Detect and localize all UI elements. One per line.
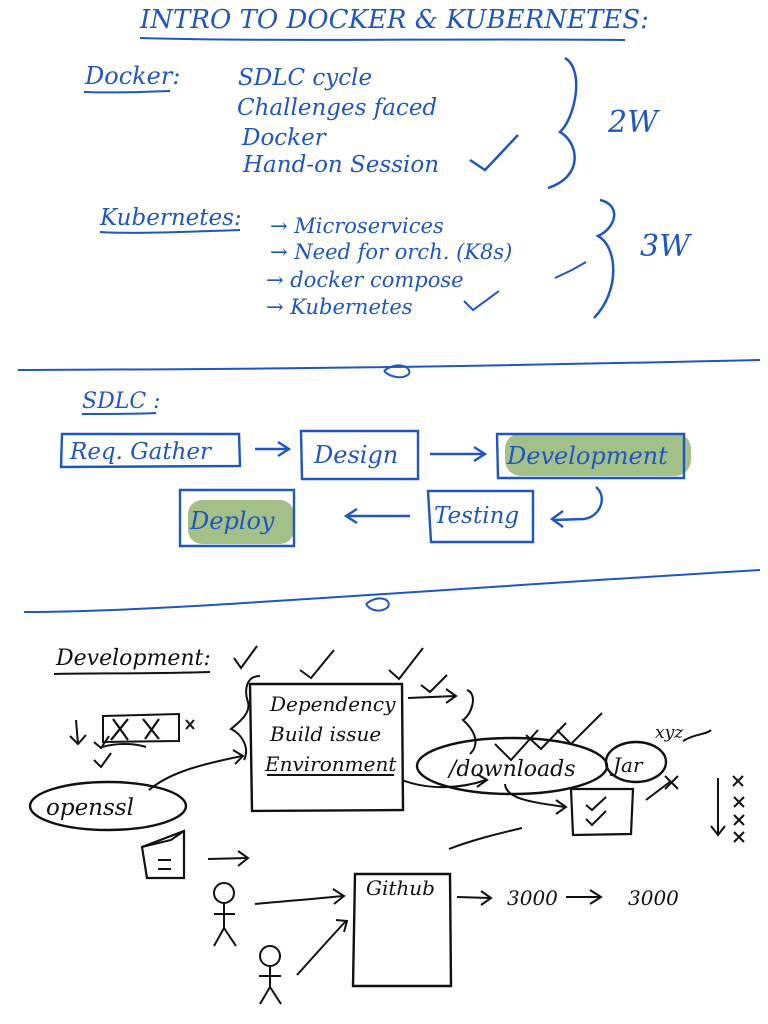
sdlc-step-4: Testing <box>434 503 519 529</box>
openssl-label: openssl <box>46 795 134 821</box>
docker-item-2: Challenges faced <box>237 95 437 121</box>
arrow-down-icon-2 <box>710 825 726 837</box>
right-brace-icon <box>461 689 477 755</box>
crossed-box <box>102 712 180 744</box>
arrow-right-icon-8 <box>480 890 493 906</box>
check-icon-d <box>93 735 110 750</box>
check-icon-i <box>556 712 603 746</box>
sdlc-step-box-4 <box>426 489 535 544</box>
jar-label: Jar <box>609 753 644 777</box>
arrow-right-icon-6 <box>476 773 489 788</box>
arrow-up-right-icon <box>335 919 349 933</box>
sdlc-underline <box>81 412 157 415</box>
small-x-icon <box>185 719 195 730</box>
github-box <box>351 872 453 988</box>
kubernetes-duration: 3W <box>640 229 692 264</box>
arrow-right-icon-1 <box>277 440 292 458</box>
docker-item-1: SDLC cycle <box>238 65 372 91</box>
x-list-icon <box>732 775 745 843</box>
port-a-label: 3000 <box>507 886 558 910</box>
sdlc-step-1: Req. Gather <box>69 439 213 465</box>
docker-underline <box>83 90 171 94</box>
kubernetes-heading: Kubernetes: <box>99 205 242 231</box>
development-heading: Development: <box>55 646 211 671</box>
divider-swirl-icon-1 <box>383 364 411 379</box>
check-icon-b <box>299 649 335 680</box>
arrow-right-icon-3 <box>445 688 458 704</box>
kubernetes-item-4: → Kubernetes <box>266 295 413 319</box>
kubernetes-item-2: → Need for orch. (K8s) <box>270 240 512 264</box>
user-icon-2 <box>259 945 281 967</box>
docker-brace-icon <box>547 56 578 190</box>
development-highlight <box>505 433 691 476</box>
arrow-right-icon-4 <box>555 799 568 815</box>
sdlc-heading: SDLC : <box>82 389 161 414</box>
check-icon-a <box>233 645 258 670</box>
package-icon <box>140 829 186 880</box>
development-box <box>248 682 405 813</box>
check-icon-e <box>93 752 112 769</box>
sdlc-step-box-1 <box>59 432 242 469</box>
cross-icon <box>110 718 160 741</box>
x-icon-1 <box>664 775 679 790</box>
docker-check-icon <box>469 134 519 172</box>
development-underline <box>53 671 211 675</box>
docker-item-3: Docker <box>241 125 328 151</box>
sdlc-step-5: Deploy <box>189 507 275 535</box>
check-icon-c <box>388 647 424 681</box>
arrow-left-icon-1 <box>549 510 564 528</box>
page-title: INTRO TO DOCKER & KUBERNETES: <box>139 5 649 35</box>
check-icon-f <box>420 674 448 694</box>
deploy-highlight <box>188 500 294 544</box>
section-divider-1 <box>17 359 761 371</box>
kubernetes-check-icon-1 <box>554 261 587 279</box>
development-item-2: Build issue <box>269 722 381 746</box>
arrow-right-icon-10 <box>332 888 346 905</box>
title-underline <box>139 37 626 41</box>
kubernetes-check-icon-2 <box>463 290 500 312</box>
download-file-box <box>569 787 635 837</box>
sdlc-step-box-3 <box>495 432 686 480</box>
section-divider-2 <box>23 569 761 613</box>
arrow-right-icon-9 <box>589 889 603 905</box>
sdlc-step-box-2 <box>299 429 420 481</box>
kubernetes-underline <box>99 229 241 234</box>
sdlc-step-2: Design <box>313 441 398 469</box>
kubernetes-brace-icon <box>593 198 616 319</box>
arrow-right-icon-5 <box>232 749 245 765</box>
user-icon-1 <box>213 882 235 904</box>
docker-duration: 2W <box>607 105 660 140</box>
port-b-label: 3000 <box>628 886 679 910</box>
arrow-down-icon-1 <box>69 734 87 746</box>
kubernetes-item-1: → Microservices <box>270 214 444 238</box>
sdlc-step-3: Development <box>506 442 668 470</box>
jar-bubble <box>604 740 668 784</box>
file-check-icon <box>585 796 607 827</box>
left-brace-icon <box>229 675 261 761</box>
arrow-right-icon-7 <box>237 850 250 867</box>
kubernetes-item-3: → docker compose <box>266 268 464 292</box>
divider-swirl-icon-2 <box>365 597 390 612</box>
arrow-left-icon-2 <box>343 507 358 525</box>
docker-item-4: Hand-on Session <box>242 152 439 178</box>
arrow-right-icon-2 <box>473 445 488 463</box>
docker-heading: Docker: <box>84 62 180 90</box>
sdlc-step-box-5 <box>178 488 296 548</box>
xyz-label: xyz <box>655 723 684 743</box>
check-icon-g <box>494 729 539 762</box>
development-item-3: Environment <box>264 752 397 776</box>
openssl-bubble <box>28 780 188 832</box>
github-label: Github <box>366 876 435 900</box>
development-item-1: Dependency <box>269 692 396 716</box>
